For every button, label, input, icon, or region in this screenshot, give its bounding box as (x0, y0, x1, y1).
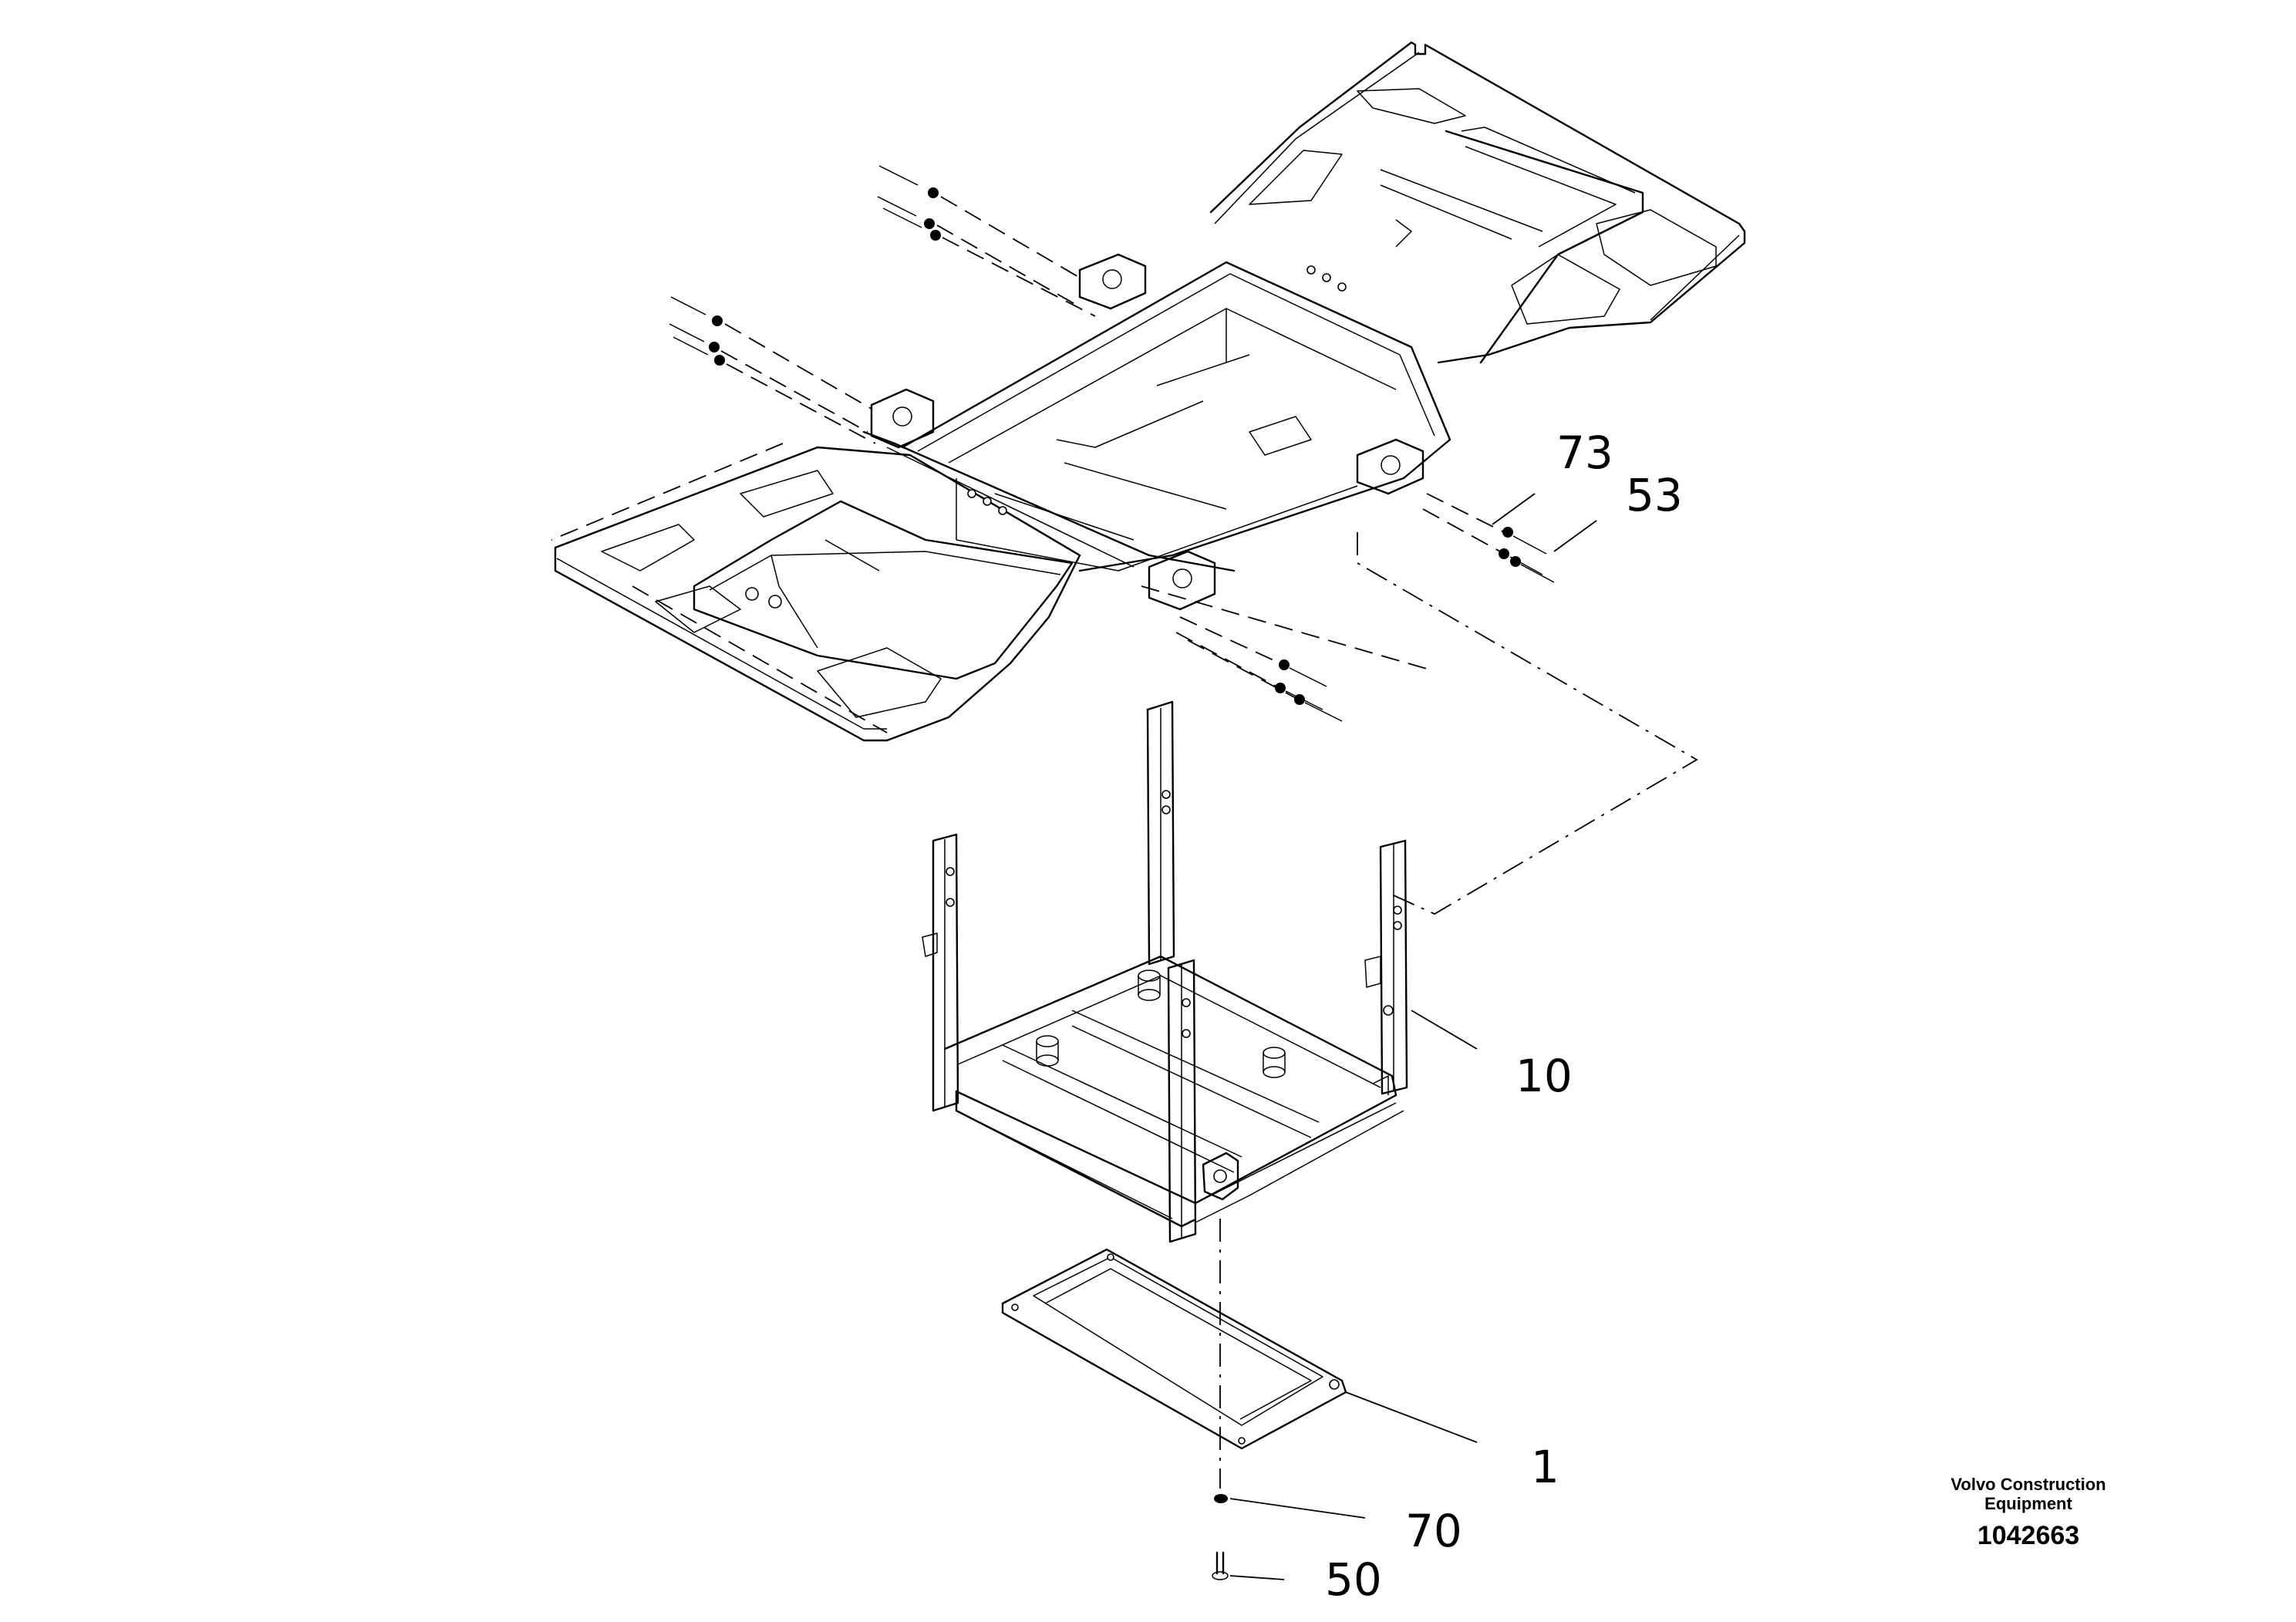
cab-subframe (922, 700, 1408, 1243)
callout-10: 10 (1515, 1050, 1573, 1102)
leader-lines (1229, 493, 1597, 1580)
mount-bracket-front-right (1148, 550, 1216, 611)
callout-73: 73 (1556, 427, 1613, 479)
callout-70: 70 (1405, 1505, 1462, 1557)
floor-plate (1001, 1248, 1347, 1450)
rubber-pad (1263, 1047, 1286, 1078)
callout-50: 50 (1325, 1553, 1382, 1606)
screw-50 (1212, 1551, 1229, 1580)
bolt-set-upper-left-rear (877, 165, 1096, 317)
mount-bracket-rear-left (1078, 253, 1147, 310)
bolt-set-front (1175, 616, 1343, 722)
brand-line-1: Volvo Construction (1950, 1475, 2106, 1494)
brand-line-2: Equipment (1984, 1494, 2072, 1513)
bolt-set-right (1422, 493, 1555, 583)
bolt-set-upper-left-front (669, 296, 876, 444)
rubber-pad (1036, 1035, 1059, 1067)
rubber-pad (1138, 969, 1161, 1001)
callout-53: 53 (1626, 469, 1683, 521)
upper-frame (554, 41, 1746, 742)
document-number: 1042663 (1977, 1521, 2079, 1550)
mount-bracket-rear-right (1356, 438, 1424, 495)
callout-1: 1 (1531, 1441, 1559, 1493)
mount-bracket-front-left (870, 388, 935, 449)
washer-70 (1214, 1494, 1228, 1503)
